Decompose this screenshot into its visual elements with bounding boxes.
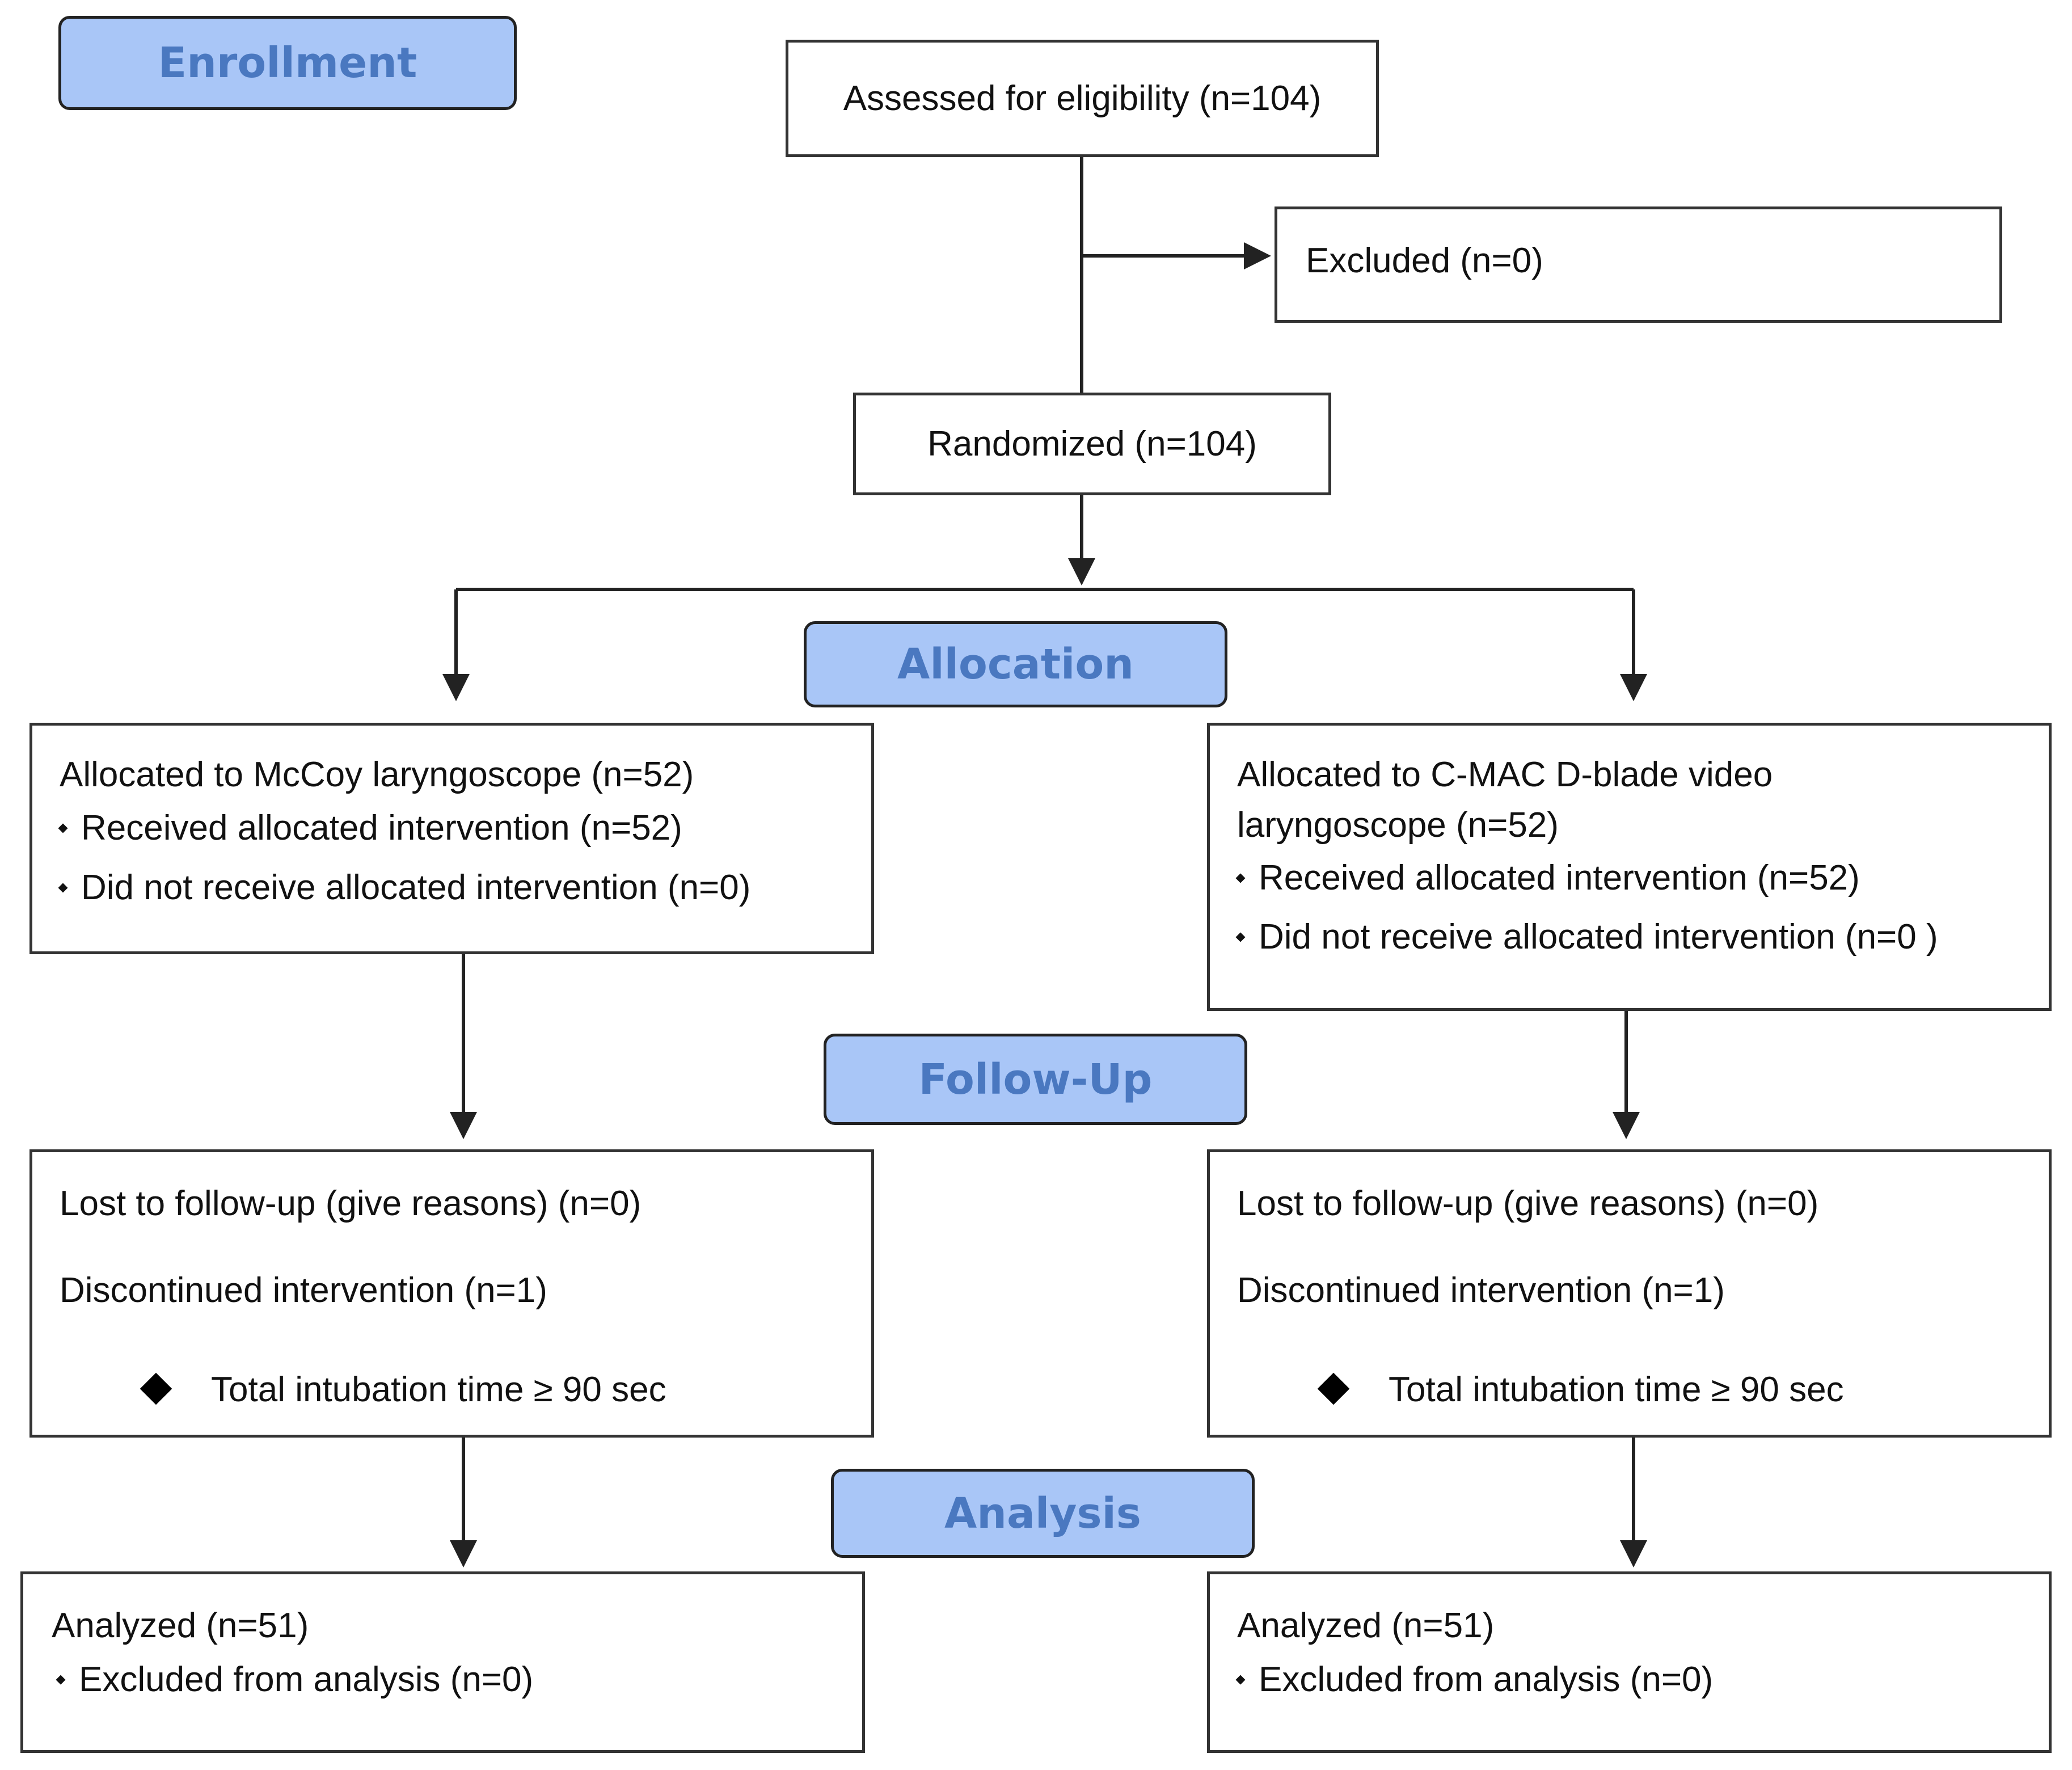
allocation-right-received: Received allocated intervention (n=52) <box>1235 856 1860 900</box>
follow-up-left-discontinued: Discontinued intervention (n=1) <box>60 1271 547 1310</box>
analysis-left-analyzed: Analyzed (n=51) <box>52 1606 309 1645</box>
diamond-bullet-icon <box>140 1372 172 1405</box>
bullet-icon <box>56 1675 66 1685</box>
excluded-box: Excluded (n=0) <box>1275 206 2002 323</box>
analysis-right-excluded: Excluded from analysis (n=0) <box>1235 1658 1714 1702</box>
follow-up-right-lost: Lost to follow-up (give reasons) (n=0) <box>1237 1184 1819 1223</box>
bullet-icon <box>1235 932 1246 942</box>
allocation-right-title-line2: laryngoscope (n=52) <box>1237 806 1559 845</box>
bullet-icon <box>1235 873 1246 883</box>
allocation-left-title: Allocated to McCoy laryngoscope (n=52) <box>60 755 694 794</box>
allocation-left-received-text: Received allocated intervention (n=52) <box>81 808 682 848</box>
analysis-right-box: Analyzed (n=51) Excluded from analysis (… <box>1207 1571 2052 1753</box>
analysis-left-box: Analyzed (n=51) Excluded from analysis (… <box>20 1571 865 1753</box>
allocation-right-received-text: Received allocated intervention (n=52) <box>1259 858 1860 897</box>
bullet-icon <box>58 883 68 893</box>
allocation-left-box: Allocated to McCoy laryngoscope (n=52) R… <box>29 723 874 954</box>
analysis-right-analyzed: Analyzed (n=51) <box>1237 1606 1495 1645</box>
randomized-text: Randomized (n=104) <box>927 424 1257 463</box>
analysis-left-excluded: Excluded from analysis (n=0) <box>56 1658 534 1702</box>
allocation-right-not-received-text: Did not receive allocated intervention (… <box>1259 917 1938 956</box>
allocation-right-not-received: Did not receive allocated intervention (… <box>1235 915 1938 959</box>
assessed-box: Assessed for eligibility (n=104) <box>786 40 1379 157</box>
bullet-icon <box>1235 1675 1246 1685</box>
allocation-right-box: Allocated to C-MAC D-blade video laryngo… <box>1207 723 2052 1011</box>
allocation-left-not-received: Did not receive allocated intervention (… <box>58 866 751 910</box>
follow-up-right-discontinued: Discontinued intervention (n=1) <box>1237 1271 1725 1310</box>
allocation-stage-label: Allocation <box>804 621 1227 707</box>
follow-up-left-box: Lost to follow-up (give reasons) (n=0) D… <box>29 1149 874 1438</box>
follow-up-stage-label: Follow-Up <box>824 1034 1247 1125</box>
analysis-left-excluded-text: Excluded from analysis (n=0) <box>79 1660 534 1699</box>
diamond-bullet-icon <box>1317 1372 1350 1405</box>
allocation-left-not-received-text: Did not receive allocated intervention (… <box>81 868 751 907</box>
follow-up-left-reason: Total intubation time ≥ 90 sec <box>211 1370 666 1409</box>
assessed-text: Assessed for eligibility (n=104) <box>843 78 1322 118</box>
allocation-left-received: Received allocated intervention (n=52) <box>58 806 682 850</box>
follow-up-right-reason: Total intubation time ≥ 90 sec <box>1389 1370 1844 1409</box>
randomized-box: Randomized (n=104) <box>853 393 1331 495</box>
bullet-icon <box>58 823 68 833</box>
excluded-text: Excluded (n=0) <box>1306 241 1543 280</box>
analysis-right-excluded-text: Excluded from analysis (n=0) <box>1259 1660 1714 1699</box>
follow-up-left-lost: Lost to follow-up (give reasons) (n=0) <box>60 1184 642 1223</box>
follow-up-right-box: Lost to follow-up (give reasons) (n=0) D… <box>1207 1149 2052 1438</box>
enrollment-stage-label: Enrollment <box>58 16 517 110</box>
allocation-right-title-line1: Allocated to C-MAC D-blade video <box>1237 755 1773 794</box>
analysis-stage-label: Analysis <box>831 1469 1255 1558</box>
